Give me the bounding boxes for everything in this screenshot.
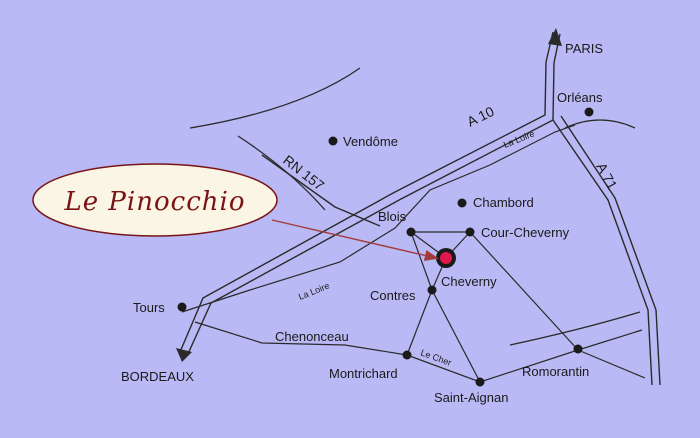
river-loire [181,124,576,313]
label-orleans: Orléans [557,90,603,105]
pinocchio-location-marker[interactable] [436,248,456,268]
label-paris: PARIS [565,41,603,56]
region-curve-east [509,311,641,346]
arrow-to-paris [548,28,562,46]
region-curve-orleans [564,119,636,129]
label-cour-cheverny: Cour-Cheverny [481,225,570,240]
label-romorantin: Romorantin [522,364,589,379]
pointer-arrow [271,219,439,261]
logo-badge[interactable]: Le Pinocchio [32,163,278,237]
label-road-a10: A 10 [464,103,496,130]
label-chenonceau: Chenonceau [275,329,349,344]
label-river-cher: Le Cher [419,347,453,367]
arrow-to-bordeaux [176,348,192,362]
road-a71 [552,115,661,386]
region-curve-north [189,67,361,129]
label-blois: Blois [378,209,407,224]
label-vendome: Vendôme [343,134,398,149]
logo-text: Le Pinocchio [64,187,246,217]
label-contres: Contres [370,288,416,303]
label-road-a71: A 71 [593,160,620,192]
road-rn157 [261,154,381,227]
label-bordeaux: BORDEAUX [121,369,194,384]
label-montrichard: Montrichard [329,366,398,381]
label-tours: Tours [133,300,165,315]
label-cheverny: Cheverny [441,274,497,289]
town-dots [177,107,594,387]
label-river-loire-north: La Loire [502,128,536,149]
label-chambord: Chambord [473,195,534,210]
label-river-loire-south: La Loire [297,280,331,301]
label-saint-aignan: Saint-Aignan [434,390,508,405]
